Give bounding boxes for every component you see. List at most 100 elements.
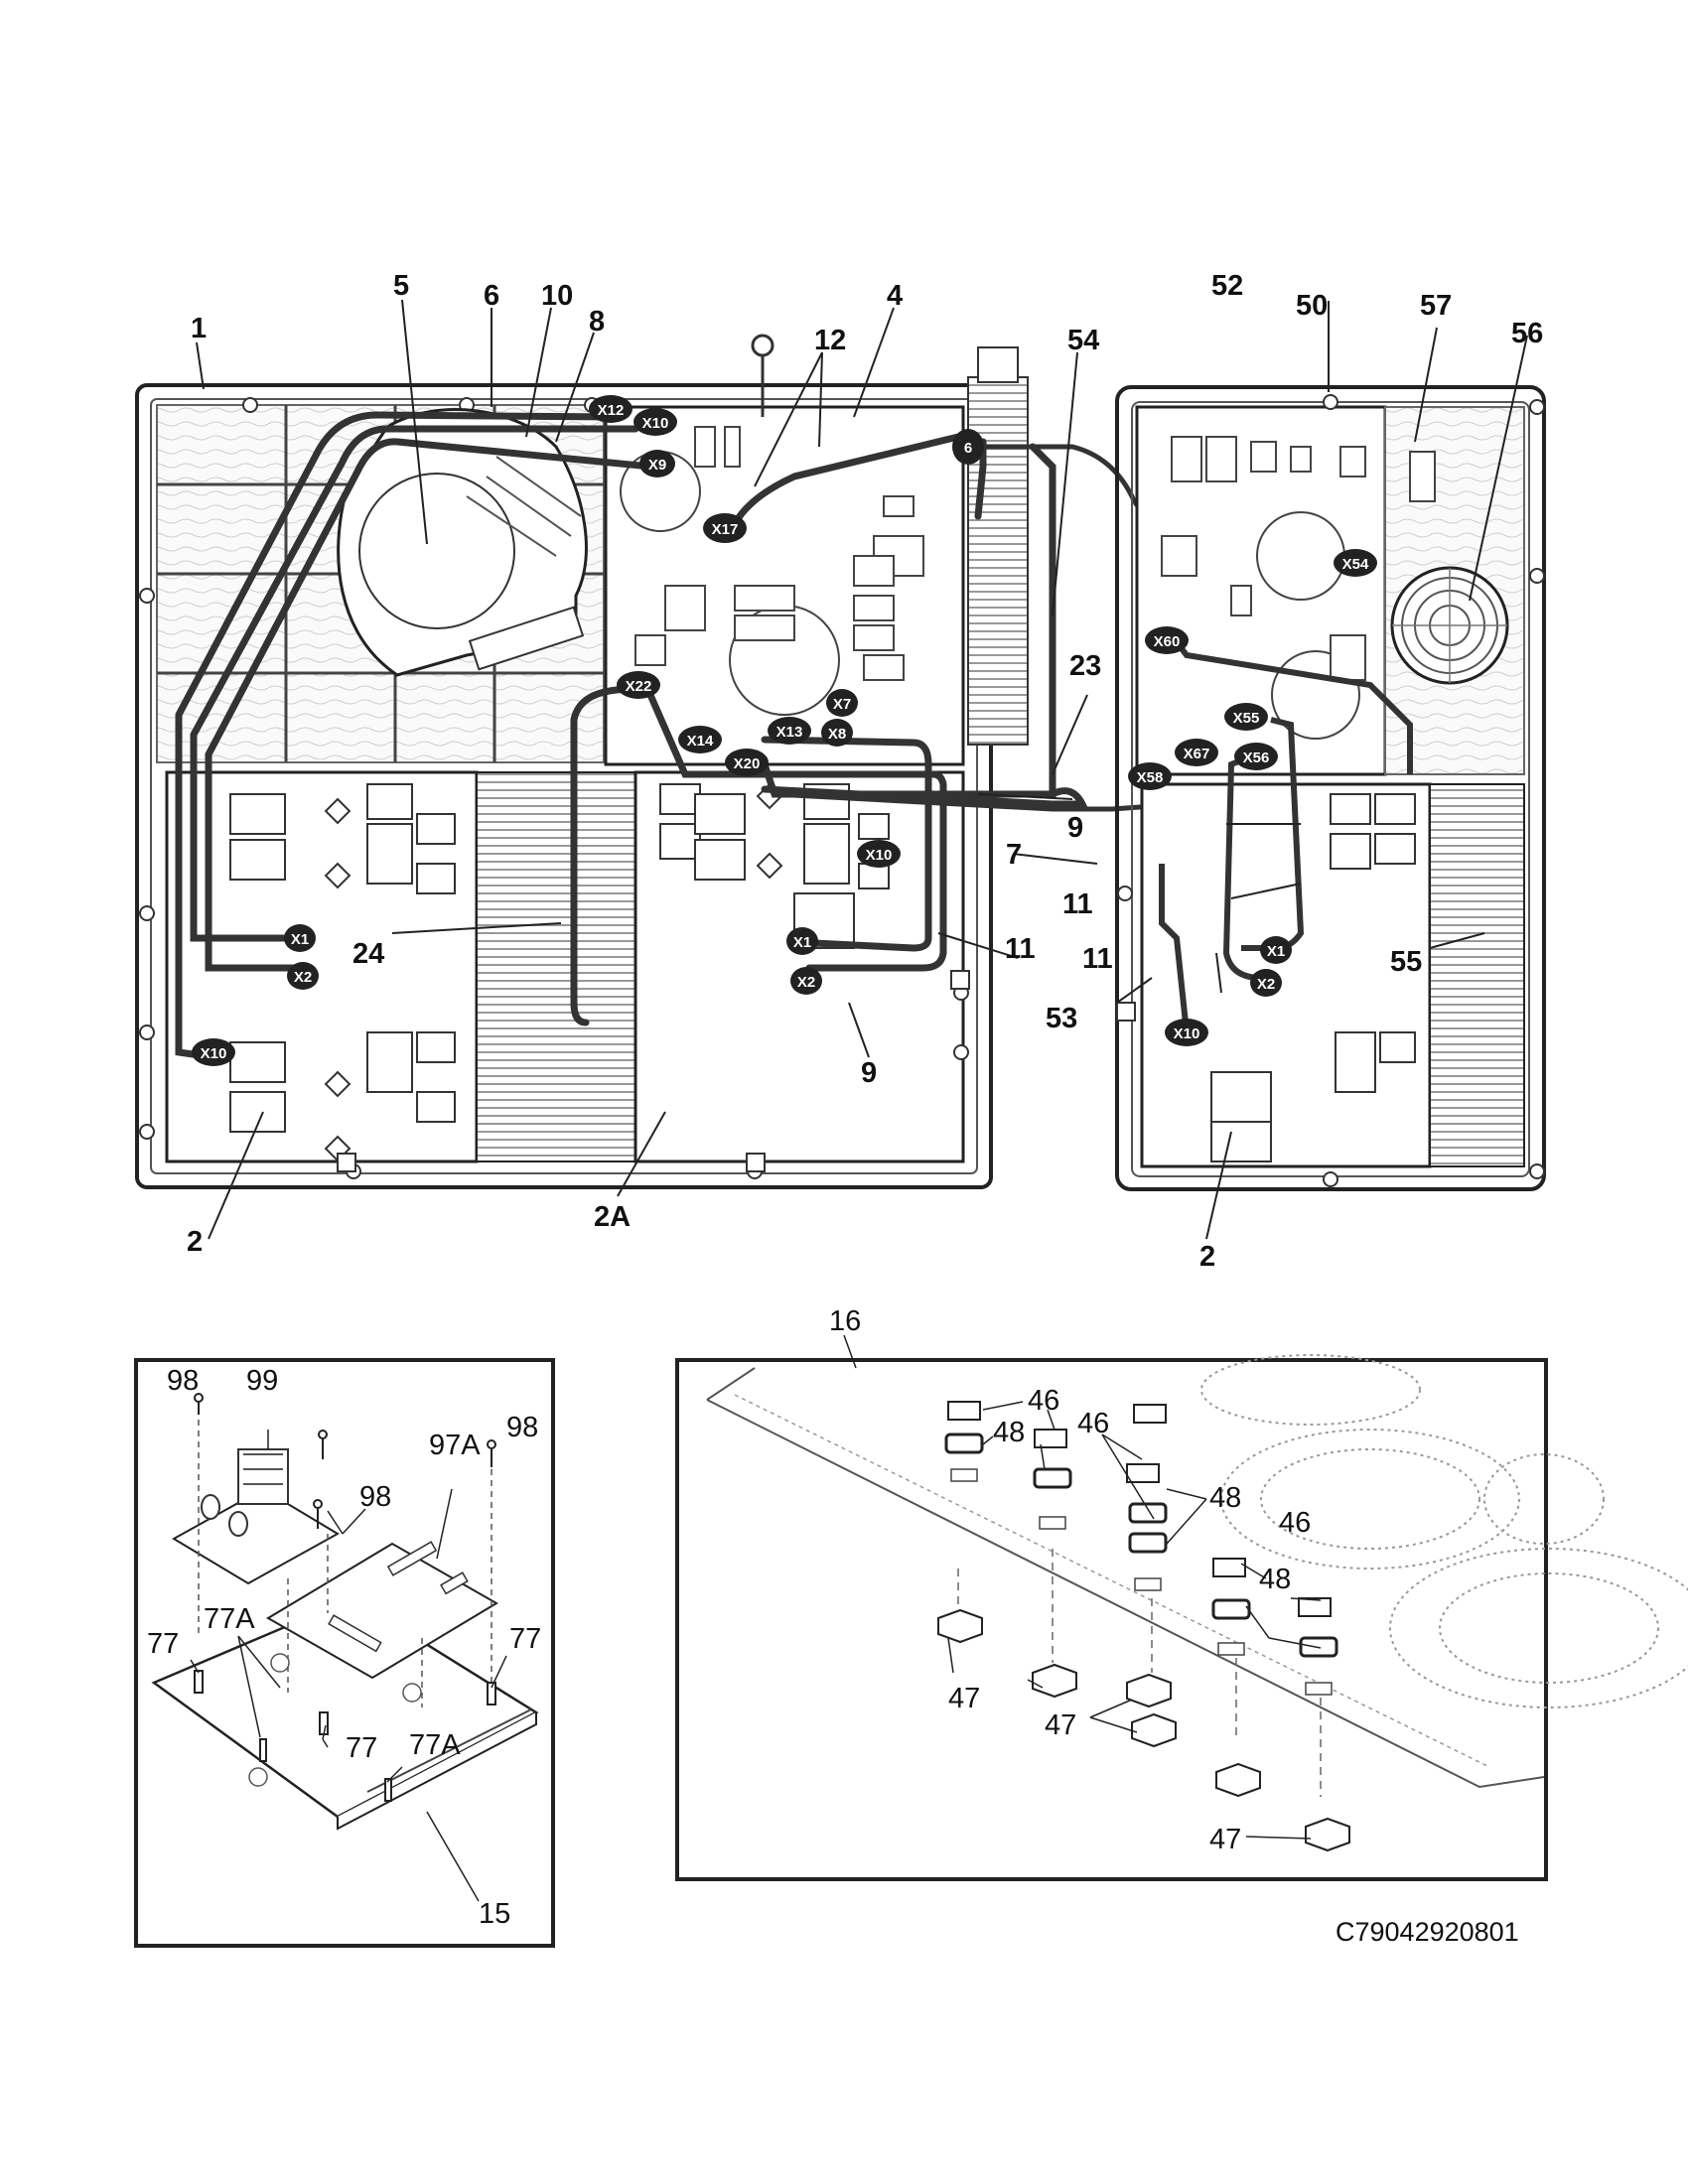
callout-2-right: 2: [1199, 1241, 1215, 1273]
svg-text:X10: X10: [642, 415, 669, 432]
svg-text:X14: X14: [687, 733, 714, 750]
connector-x58: X58: [1128, 762, 1172, 790]
callout-99: 99: [246, 1365, 278, 1397]
inset-right-touch-keys: 16 46 48 46 48 46 48 47 47 47 47: [675, 1305, 1688, 1881]
connector-x10: X10: [633, 408, 677, 436]
callout-8: 8: [589, 306, 605, 338]
svg-text:X22: X22: [626, 678, 652, 695]
fan-56: [1390, 566, 1509, 685]
callout-53: 53: [1046, 1003, 1077, 1034]
callout-48-top: 48: [993, 1417, 1025, 1448]
connector-x14: X14: [678, 726, 722, 753]
callout-98: 98: [167, 1365, 199, 1397]
callout-11: 11: [1005, 933, 1036, 965]
callout-47-1: 47: [948, 1683, 980, 1714]
callout-46-mid: 46: [1077, 1408, 1109, 1439]
callout-77a-center: 77A: [409, 1729, 461, 1761]
connector-6: 6: [952, 429, 984, 465]
svg-text:X10: X10: [1174, 1025, 1200, 1042]
svg-text:X12: X12: [598, 402, 625, 419]
callout-52: 52: [1211, 270, 1243, 302]
connector-x9: X9: [639, 450, 675, 478]
callout-11-right-board: 11: [1082, 943, 1113, 975]
callout-5: 5: [393, 270, 409, 302]
svg-text:X1: X1: [291, 931, 309, 948]
callout-23: 23: [1069, 650, 1101, 682]
connector-x10: X10: [192, 1038, 235, 1066]
svg-text:X2: X2: [294, 969, 312, 986]
svg-text:X1: X1: [1267, 943, 1285, 960]
heat-sink-55: [1429, 783, 1525, 1167]
connector-x56: X56: [1234, 743, 1278, 770]
callout-46-right: 46: [1279, 1507, 1311, 1539]
callout-12: 12: [814, 325, 846, 356]
callout-6: 6: [484, 280, 499, 312]
callout-2-left: 2: [187, 1226, 203, 1258]
connector-x13: X13: [768, 717, 811, 745]
callout-9: 9: [1067, 812, 1083, 844]
connector-x1: X1: [786, 927, 818, 955]
connector-x1: X1: [284, 924, 316, 952]
svg-text:6: 6: [964, 440, 972, 457]
svg-text:X20: X20: [734, 755, 761, 772]
callout-48-mid: 48: [1209, 1482, 1241, 1514]
callout-47-2: 47: [1045, 1709, 1076, 1741]
callout-9-lower: 9: [861, 1057, 877, 1089]
svg-text:X2: X2: [1257, 976, 1275, 993]
callout-77-center: 77: [346, 1732, 377, 1764]
callout-55: 55: [1390, 946, 1422, 978]
callout-11-right: 11: [1062, 888, 1093, 920]
callout-97a: 97A: [429, 1430, 481, 1461]
callout-57: 57: [1420, 290, 1452, 322]
svg-text:X54: X54: [1342, 556, 1369, 573]
connector-x54: X54: [1334, 549, 1377, 577]
connector-x7: X7: [826, 689, 858, 717]
callout-2a: 2A: [594, 1201, 631, 1233]
svg-text:X67: X67: [1184, 746, 1210, 762]
connector-x1: X1: [1260, 936, 1292, 964]
connector-x60: X60: [1145, 626, 1189, 654]
callout-77-left: 77: [147, 1628, 179, 1660]
callout-98-center: 98: [359, 1481, 391, 1513]
svg-text:X58: X58: [1137, 769, 1164, 786]
callout-4: 4: [887, 280, 903, 312]
connector-x2: X2: [1250, 969, 1282, 997]
callout-1: 1: [191, 313, 207, 344]
wiring-harness: [175, 411, 1088, 1061]
svg-text:X1: X1: [793, 934, 811, 951]
svg-text:X10: X10: [866, 847, 893, 864]
right-housing: [1115, 385, 1546, 1191]
connector-x2: X2: [790, 967, 822, 995]
main-callouts: 1 5 6 10 8 12 4 54 52 50 57 56 23 7 11 9…: [187, 270, 1543, 1273]
callout-16: 16: [829, 1305, 861, 1337]
callout-56: 56: [1511, 318, 1543, 349]
callout-48-right: 48: [1259, 1564, 1291, 1595]
callout-50: 50: [1296, 290, 1328, 322]
callout-7: 7: [1006, 839, 1022, 871]
svg-text:X56: X56: [1243, 750, 1270, 766]
svg-text:X13: X13: [776, 724, 803, 741]
connector-x55: X55: [1224, 703, 1268, 731]
connector-x2: X2: [287, 962, 319, 990]
heat-sink-24: [476, 771, 636, 1162]
connector-x12: X12: [589, 395, 633, 423]
svg-text:X10: X10: [201, 1045, 227, 1062]
svg-text:X17: X17: [712, 521, 739, 538]
connector-x17: X17: [703, 513, 747, 543]
callout-77a-left: 77A: [204, 1603, 255, 1635]
connector-x22: X22: [617, 671, 660, 699]
connector-x10: X10: [1165, 1019, 1208, 1046]
callout-46-top: 46: [1028, 1385, 1059, 1417]
blower-fan-5: [337, 408, 588, 677]
inset-left-transformer-assembly: 98 99 98 97A 98 77 77A 77 77 77A 15: [134, 1358, 555, 1948]
callout-10: 10: [541, 280, 573, 312]
svg-text:X7: X7: [833, 696, 851, 713]
callout-15: 15: [479, 1898, 510, 1930]
connector-x8: X8: [821, 719, 853, 747]
connector-x10: X10: [857, 840, 901, 868]
callout-47-3: 47: [1209, 1824, 1241, 1855]
callout-77-right: 77: [509, 1623, 541, 1655]
leader-lines: [196, 299, 1528, 1240]
callout-24: 24: [352, 938, 384, 970]
